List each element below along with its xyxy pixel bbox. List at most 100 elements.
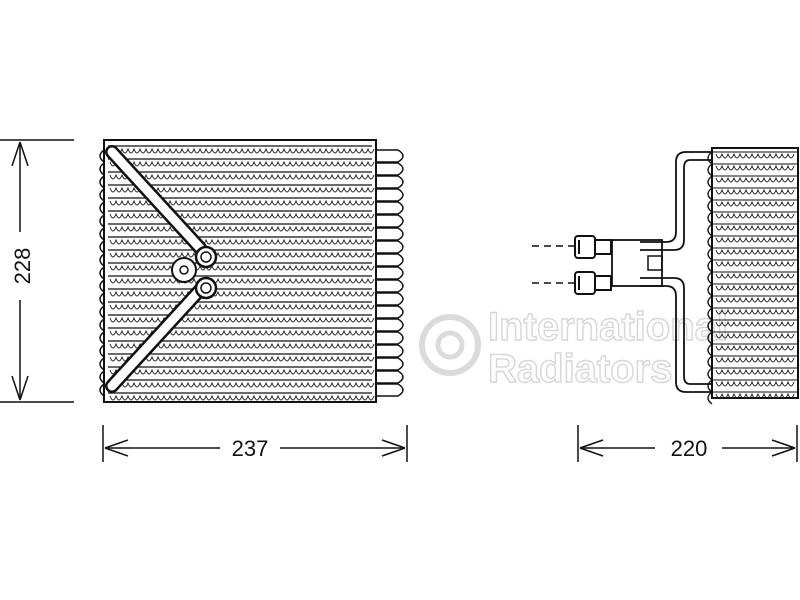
side-tube-end bbox=[707, 391, 713, 405]
right-tube-end bbox=[376, 357, 404, 371]
left-tube-end bbox=[99, 227, 105, 241]
side-fin-wave bbox=[715, 260, 795, 267]
right-tube-end bbox=[376, 240, 404, 254]
side-fin-wave bbox=[715, 272, 795, 279]
right-tube-end bbox=[376, 266, 404, 280]
right-tube-end bbox=[376, 383, 404, 397]
side-tube-end bbox=[707, 247, 713, 261]
side-port-fittings bbox=[574, 235, 612, 295]
centerlines bbox=[532, 245, 575, 284]
fin-wave bbox=[109, 316, 375, 323]
side-fin-wave bbox=[715, 152, 795, 159]
side-fin-wave bbox=[715, 176, 795, 183]
side-tube-end bbox=[707, 223, 713, 237]
height-arrow-bottom bbox=[11, 375, 29, 401]
right-tube-end bbox=[376, 253, 404, 267]
side-fin-wave bbox=[715, 308, 795, 315]
depth-dimension: 220 bbox=[577, 425, 798, 462]
fin-wave bbox=[109, 251, 375, 258]
side-fin-wave bbox=[715, 296, 795, 303]
front-view bbox=[99, 139, 404, 403]
fin-wave bbox=[109, 238, 375, 245]
width-arrow-right bbox=[381, 439, 406, 457]
right-tube-end bbox=[376, 188, 404, 202]
side-tube-end bbox=[707, 367, 713, 381]
core-outline bbox=[103, 139, 377, 403]
right-tube-end bbox=[376, 305, 404, 319]
side-pipes bbox=[611, 151, 712, 393]
side-fin-wave bbox=[715, 332, 795, 339]
fin-wave bbox=[109, 160, 375, 167]
fin-wave bbox=[109, 212, 375, 219]
core-fins bbox=[108, 145, 375, 401]
fin-wave bbox=[109, 173, 375, 180]
width-arrow-left bbox=[104, 439, 129, 457]
right-tube-end bbox=[376, 279, 404, 293]
right-tube-end bbox=[376, 331, 404, 345]
side-fin-wave bbox=[715, 320, 795, 327]
width-dimension: 237 bbox=[102, 425, 408, 462]
watermark: International Radiators bbox=[419, 304, 729, 392]
fin-wave bbox=[109, 225, 375, 232]
side-tube-end bbox=[707, 283, 713, 297]
watermark-line-1: International bbox=[488, 305, 728, 349]
side-tube-end bbox=[707, 175, 713, 189]
side-tube-end bbox=[707, 211, 713, 225]
right-tube-end bbox=[376, 370, 404, 384]
watermark-logo-mark bbox=[419, 314, 481, 376]
left-tube-end bbox=[99, 344, 105, 358]
side-fin-wave bbox=[715, 356, 795, 363]
depth-arrow-right bbox=[771, 439, 796, 457]
side-tube-end bbox=[707, 295, 713, 309]
left-tube-end bbox=[99, 331, 105, 345]
side-tube-end bbox=[707, 151, 713, 165]
watermark-line-2: Radiators bbox=[488, 347, 673, 391]
fin-wave bbox=[109, 368, 375, 375]
side-tube-end bbox=[707, 343, 713, 357]
left-tube-ends bbox=[99, 149, 105, 397]
fin-wave bbox=[109, 394, 375, 401]
right-tube-end bbox=[376, 149, 404, 163]
height-dimension: 228 bbox=[0, 139, 74, 403]
left-tube-end bbox=[99, 370, 105, 384]
v-manifold-pipes bbox=[105, 145, 207, 393]
side-fin-wave bbox=[715, 200, 795, 207]
left-tube-end bbox=[99, 175, 105, 189]
right-tube-end bbox=[376, 175, 404, 189]
side-fins bbox=[707, 151, 798, 405]
side-fin-wave bbox=[715, 224, 795, 231]
right-tube-end bbox=[376, 201, 404, 215]
side-tube-end bbox=[707, 331, 713, 345]
right-tube-end bbox=[376, 162, 404, 176]
fin-wave bbox=[109, 290, 375, 297]
side-tube-end bbox=[707, 355, 713, 369]
port-flange bbox=[171, 245, 218, 300]
right-tube-ends bbox=[376, 149, 404, 397]
side-fin-wave bbox=[715, 344, 795, 351]
left-tube-end bbox=[99, 162, 105, 176]
right-tube-end bbox=[376, 227, 404, 241]
left-tube-end bbox=[99, 253, 105, 267]
left-tube-end bbox=[99, 188, 105, 202]
fin-wave bbox=[109, 381, 375, 388]
side-tube-end bbox=[707, 235, 713, 249]
depth-label: 220 bbox=[671, 436, 708, 461]
left-tube-end bbox=[99, 318, 105, 332]
left-tube-end bbox=[99, 305, 105, 319]
left-tube-end bbox=[99, 149, 105, 163]
fin-wave bbox=[109, 264, 375, 271]
side-view bbox=[532, 147, 799, 405]
side-fin-wave bbox=[715, 236, 795, 243]
side-tube-end bbox=[707, 307, 713, 321]
side-core-outline bbox=[711, 147, 799, 399]
fin-wave bbox=[109, 277, 375, 284]
side-fin-wave bbox=[715, 380, 795, 387]
side-tube-end bbox=[707, 379, 713, 393]
side-fin-wave bbox=[715, 248, 795, 255]
side-fin-wave bbox=[715, 284, 795, 291]
side-tube-end bbox=[707, 319, 713, 333]
side-fin-wave bbox=[715, 392, 795, 399]
side-tube-end bbox=[707, 187, 713, 201]
left-tube-end bbox=[99, 214, 105, 228]
